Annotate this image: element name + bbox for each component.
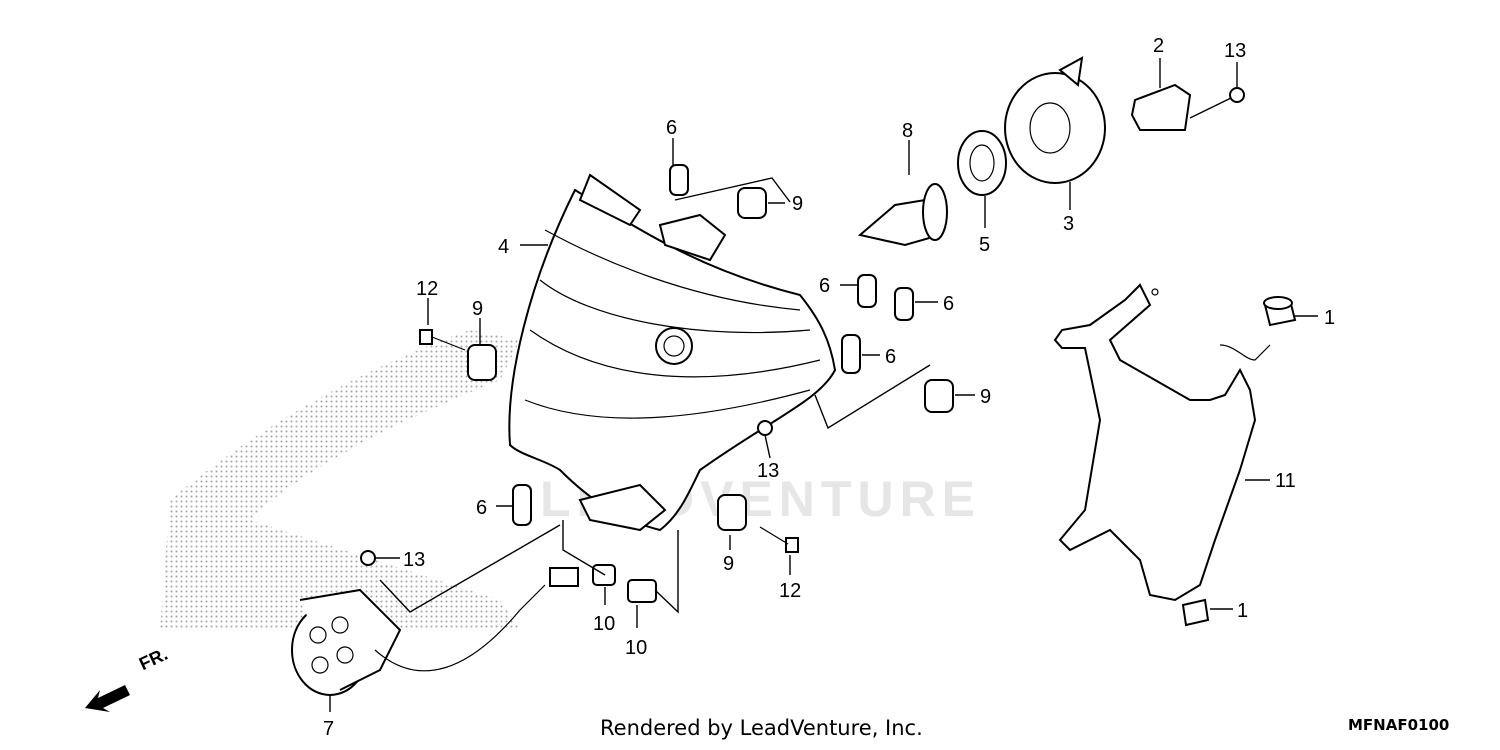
front-arrow-icon <box>85 685 130 712</box>
callout-12-left: 12 <box>416 278 438 300</box>
callout-9-top: 9 <box>792 193 803 215</box>
callout-12-low: 12 <box>779 580 801 602</box>
rubber-6-c <box>894 287 914 321</box>
callout-13-top: 13 <box>1224 40 1246 62</box>
callout-7: 7 <box>323 718 334 740</box>
callout-5: 5 <box>979 234 990 256</box>
headlight-bulb <box>857 183 948 247</box>
wing-logo-watermark <box>160 330 520 630</box>
callout-10-a: 10 <box>593 613 615 635</box>
bolt-12-a <box>419 329 466 351</box>
callout-3: 3 <box>1063 213 1074 235</box>
callout-2: 2 <box>1153 35 1164 57</box>
callout-9-left: 9 <box>472 298 483 320</box>
screw-13-a <box>1229 87 1245 103</box>
callout-6-mid-left: 6 <box>819 275 830 297</box>
callout-1-low: 1 <box>1237 600 1248 622</box>
callout-13-low: 13 <box>403 549 425 571</box>
callout-6-low: 6 <box>476 497 487 519</box>
cover-clip <box>1130 83 1192 131</box>
leader-lines <box>329 58 1318 712</box>
screw-13-b <box>757 420 773 436</box>
callout-11: 11 <box>1275 470 1296 492</box>
callout-4: 4 <box>498 236 509 258</box>
callout-1-top: 1 <box>1324 307 1335 329</box>
screw-13-c <box>360 550 376 566</box>
cushion-9-a <box>737 187 767 219</box>
callout-9-low: 9 <box>723 553 734 575</box>
bolt-12-b <box>759 526 799 553</box>
projector-unit <box>291 567 579 696</box>
cushion-9-d <box>717 494 747 531</box>
diagram-code: MFNAF0100 <box>1348 716 1450 734</box>
grommet-lower <box>1181 598 1210 627</box>
callout-9-right: 9 <box>980 386 991 408</box>
cushion-9-c <box>924 379 954 413</box>
render-credit: Rendered by LeadVenture, Inc. <box>600 716 923 740</box>
headlight-housing <box>508 173 837 532</box>
cushion-9-b <box>467 344 497 381</box>
rubber-6-e <box>512 484 532 526</box>
callout-6-top: 6 <box>666 117 677 139</box>
grommet-upper <box>1263 296 1297 327</box>
bulb-retainer <box>957 130 1007 196</box>
callout-6-mid-right: 6 <box>943 293 954 315</box>
rubber-6-a <box>669 164 689 196</box>
callout-8: 8 <box>902 120 913 142</box>
callout-6-mid: 6 <box>885 346 896 368</box>
headlight-stay <box>1053 283 1271 602</box>
rubber-6-b <box>857 274 877 308</box>
callout-10-b: 10 <box>625 637 647 659</box>
callout-labels: 2 13 3 5 8 6 9 4 12 9 6 6 6 9 13 6 9 12 … <box>323 35 1335 740</box>
collar-10-b <box>627 579 657 603</box>
dust-cover <box>1004 56 1106 184</box>
rubber-6-d <box>841 334 861 374</box>
callout-13-mid: 13 <box>757 460 779 482</box>
